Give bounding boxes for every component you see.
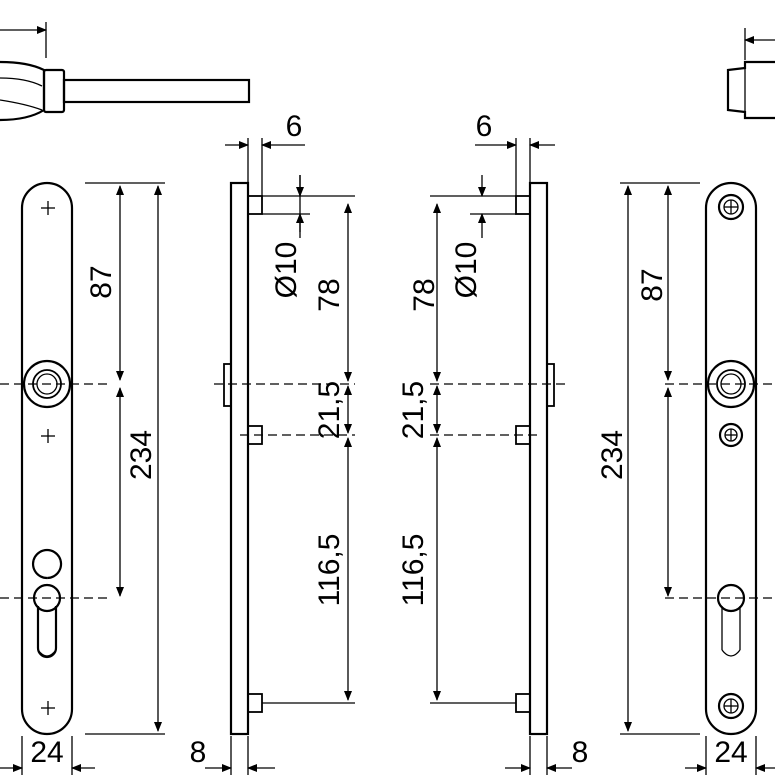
lever-handle-left	[0, 22, 251, 122]
side-view-right	[430, 138, 572, 775]
side-view-left	[205, 138, 355, 775]
dim-overall-length-left: 234	[125, 430, 158, 480]
dim-pin-diameter-right: Ø10	[450, 242, 483, 299]
dim-handle-to-pin-right: 21,5	[397, 381, 430, 439]
dim-overall-length-right: 234	[596, 430, 629, 480]
dim-top-to-handle-left: 87	[85, 265, 118, 298]
back-plate-right	[665, 181, 775, 736]
dim-plate-width-left: 24	[30, 736, 63, 769]
dim-plate-width-right: 24	[714, 736, 747, 769]
dim-pin-to-handle-left: 78	[313, 278, 346, 311]
dim-pin-to-handle-right: 78	[408, 278, 441, 311]
dim-pin-offset-left: 6	[286, 110, 303, 143]
dim-pin-diameter-left: Ø10	[270, 242, 303, 299]
lever-handle-right	[726, 28, 775, 120]
dim-pin-to-pin-right: 116,5	[397, 534, 430, 607]
dim-pin-offset-right: 6	[476, 110, 493, 143]
dim-plate-thickness-left: 8	[190, 736, 207, 769]
dim-pin-to-pin-left: 116,5	[313, 534, 346, 607]
front-plate-left	[0, 181, 110, 736]
dim-handle-to-pin-left: 21,5	[313, 381, 346, 439]
dim-top-to-handle-right: 87	[636, 268, 669, 301]
dimensions-back-right	[620, 182, 775, 775]
dimensions-front-left	[0, 182, 165, 775]
dim-plate-thickness-right: 8	[572, 736, 589, 769]
